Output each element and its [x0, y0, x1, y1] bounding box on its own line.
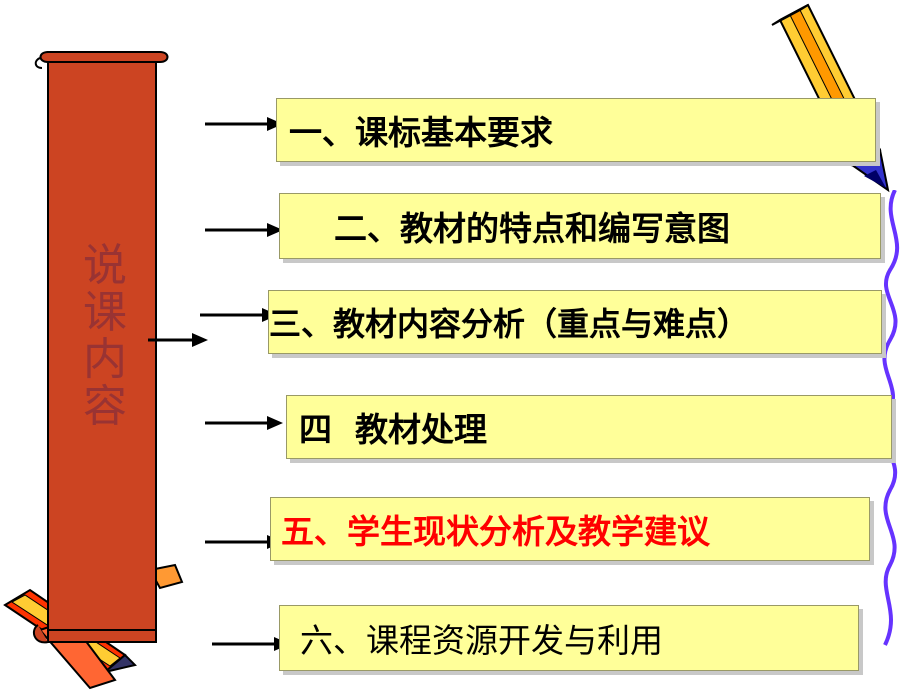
- item-label-2: 二、教材的特点和编写意图: [334, 209, 730, 248]
- item-box-4[interactable]: 四 教材处理: [286, 395, 892, 459]
- item-box-6[interactable]: 六、课程资源开发与利用: [279, 605, 859, 671]
- scroll-char-4: 容: [83, 381, 127, 432]
- item-box-2[interactable]: 二、教材的特点和编写意图: [279, 193, 881, 259]
- item-label-1: 一、课标基本要求: [289, 113, 553, 152]
- scroll-char-3: 内: [83, 334, 127, 385]
- item-label-5: 五、学生现状分析及教学建议: [281, 512, 710, 551]
- item-box-5[interactable]: 五、学生现状分析及教学建议: [270, 497, 870, 561]
- scroll-icon: [32, 51, 169, 644]
- scroll-char-2: 课: [83, 287, 127, 338]
- item-label-6: 六、课程资源开发与利用: [300, 621, 663, 660]
- arrow-icon: [205, 117, 283, 131]
- scroll-char-1: 说: [83, 240, 127, 291]
- item-box-3[interactable]: 三、教材内容分析（重点与难点）: [268, 290, 882, 354]
- arrow-icon: [205, 223, 283, 237]
- arrow-icon: [205, 416, 283, 430]
- scroll-title: 说 课 内 容: [75, 242, 135, 430]
- arrow-icon: [148, 333, 208, 347]
- item-label-3: 三、教材内容分析（重点与难点）: [269, 305, 750, 343]
- item-box-1[interactable]: 一、课标基本要求: [276, 98, 876, 162]
- item-label-4: 四 教材处理: [299, 410, 487, 449]
